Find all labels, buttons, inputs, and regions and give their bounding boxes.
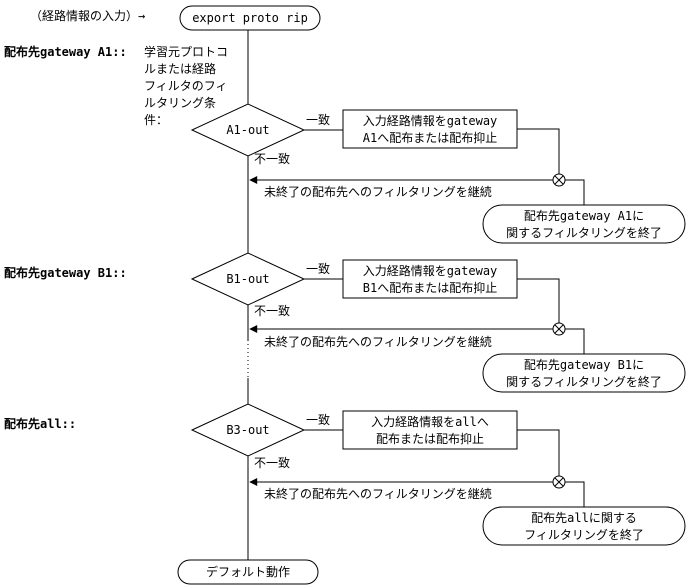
decision-label: B3-out — [226, 423, 269, 437]
action-line: A1へ配布または配布抑止 — [363, 130, 497, 145]
no-label: 不一致 — [254, 304, 290, 318]
action-out-connector — [517, 128, 560, 174]
end-line: フィルタリングを終了 — [524, 527, 644, 542]
merge-cross — [554, 175, 564, 185]
decision-label: B1-out — [226, 272, 269, 286]
continue-label: 未終了の配布先へのフィルタリングを継続 — [264, 486, 492, 501]
action-line: 入力経路情報をgateway — [363, 263, 498, 278]
end-node — [482, 506, 686, 546]
start-node-label: export proto rip — [192, 11, 308, 25]
section-a1: 配布先gateway A1:: 学習元プロトコ ルまたは経路 フィルタのフィ ル… — [4, 44, 686, 244]
merge-out-connector — [565, 481, 585, 507]
section-all: 配布先all:: B3-out 一致 不一致 入力経路情報をallへ 配布または… — [4, 403, 686, 546]
merge-cross — [554, 324, 564, 334]
merge-out-connector — [565, 328, 585, 354]
section-b1: 配布先gateway B1:: B1-out 一致 不一致 入力経路情報をgat… — [4, 252, 686, 393]
merge-cross — [554, 477, 564, 487]
end-line: 配布先allに関する — [531, 511, 637, 525]
section-label: 配布先gateway B1:: — [4, 265, 127, 280]
action-line: 入力経路情報をallへ — [371, 414, 489, 429]
end-line: 関するフィルタリングを終了 — [506, 225, 662, 240]
end-node — [482, 353, 686, 393]
section-label: 配布先all:: — [4, 416, 76, 431]
end-default-node — [177, 559, 319, 585]
input-label: （経路情報の入力）→ — [30, 8, 145, 23]
section-label: 配布先gateway A1:: — [4, 44, 127, 59]
action-box — [342, 109, 518, 149]
start-node — [179, 5, 321, 31]
no-label: 不一致 — [254, 456, 290, 470]
section-note-line: 学習元プロトコ — [144, 44, 228, 59]
section-note-line: ルタリング条 — [144, 96, 216, 110]
end-default-label: デフォルト動作 — [206, 564, 290, 579]
continue-label: 未終了の配布先へのフィルタリングを継続 — [264, 184, 492, 199]
end-line: 配布先gateway B1に — [524, 358, 644, 372]
action-box — [342, 410, 518, 450]
end-line: 配布先gateway A1に — [524, 209, 644, 223]
continue-label: 未終了の配布先へのフィルタリングを継続 — [264, 334, 492, 349]
action-out-connector — [517, 429, 560, 476]
yes-label: 一致 — [306, 413, 330, 427]
end-node — [482, 204, 686, 244]
end-line: 関するフィルタリングを終了 — [506, 374, 662, 389]
section-note-line: ルまたは経路 — [144, 61, 216, 76]
action-box — [342, 259, 518, 299]
no-label: 不一致 — [254, 152, 290, 166]
action-line: B1へ配布または配布抑止 — [363, 280, 497, 295]
action-line: 入力経路情報をgateway — [363, 113, 498, 128]
section-note-line: フィルタのフィ — [144, 79, 228, 93]
merge-out-connector — [565, 179, 585, 205]
yes-label: 一致 — [306, 113, 330, 127]
decision-label: A1-out — [226, 123, 269, 137]
action-out-connector — [517, 278, 560, 323]
action-line: 配布または配布抑止 — [376, 431, 484, 446]
yes-label: 一致 — [306, 262, 330, 276]
section-note-line: 件： — [144, 113, 168, 127]
